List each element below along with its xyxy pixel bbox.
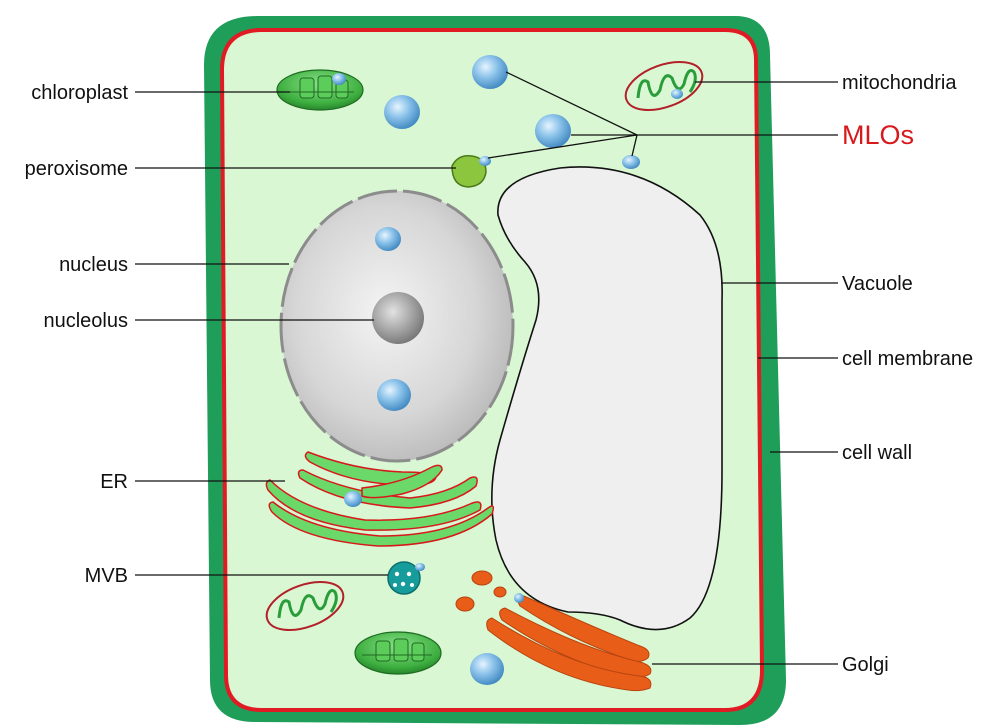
chloroplast-icon — [276, 69, 364, 111]
label-nucleolus: nucleolus — [43, 310, 128, 332]
label-er: ER — [100, 471, 128, 493]
label-chloroplast: chloroplast — [31, 82, 128, 104]
label-peroxisome: peroxisome — [25, 158, 128, 180]
label-mvb: MVB — [85, 565, 128, 587]
label-mlos: MLOs — [842, 120, 914, 150]
label-vacuole: Vacuole — [842, 273, 913, 295]
mitochondrion-icon — [624, 60, 704, 112]
label-nucleus: nucleus — [59, 254, 128, 276]
golgi-icon — [455, 570, 652, 692]
er-icon — [265, 451, 495, 547]
label-cell-membrane: cell membrane — [842, 348, 973, 370]
vacuole — [491, 166, 723, 631]
nucleolus — [372, 292, 424, 344]
label-mitochondria: mitochondria — [842, 72, 957, 94]
label-cell-wall: cell wall — [842, 442, 912, 464]
leader-lines — [135, 71, 838, 665]
chloroplast-icon — [354, 631, 442, 675]
mitochondrion-icon — [265, 580, 345, 632]
peroxisome-icon — [451, 154, 487, 188]
label-golgi: Golgi — [842, 654, 889, 676]
mlo-droplet-icon — [332, 55, 683, 685]
mvb-icon — [387, 561, 421, 595]
